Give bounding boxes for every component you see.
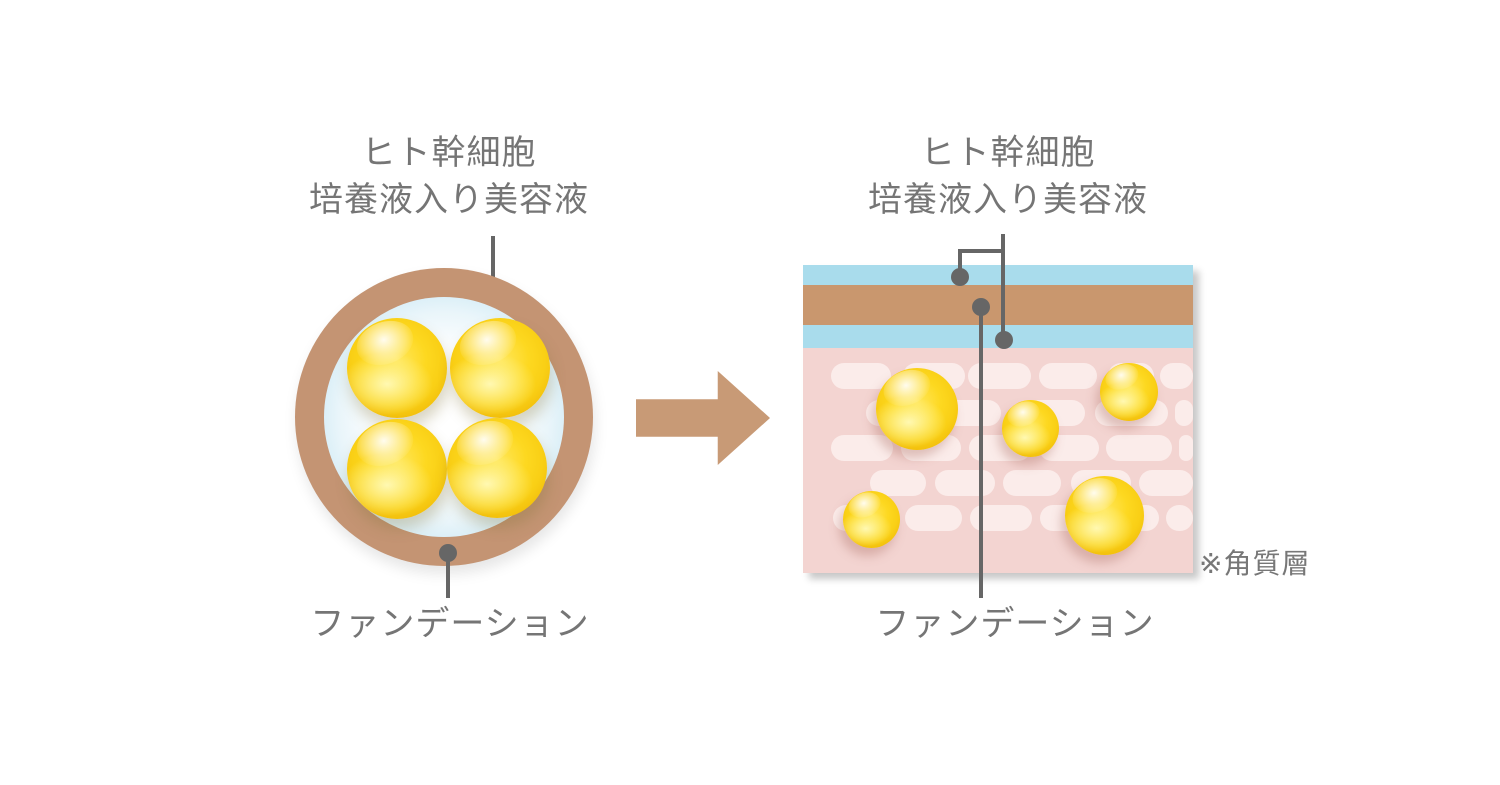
skin-cell-brick <box>968 363 1031 389</box>
skin-cell-brick <box>1160 363 1193 389</box>
skin-cell-brick <box>905 505 962 531</box>
arrow-right-icon <box>636 371 770 465</box>
serum-layer-top <box>803 265 1193 285</box>
skin-cell-brick <box>1039 363 1097 389</box>
right-serum-connector-dot-bottom <box>995 331 1013 349</box>
right-serum-label-line1: ヒト幹細胞 <box>920 134 1096 172</box>
serum-droplet <box>1002 400 1059 457</box>
left-serum-label-line1: ヒト幹細胞 <box>361 134 537 172</box>
serum-droplet <box>1100 363 1158 421</box>
left-foundation-connector-line <box>446 558 450 598</box>
serum-droplet <box>876 368 958 450</box>
right-foundation-label: ファンデーション <box>875 605 1155 643</box>
skin-cell-brick <box>935 470 995 496</box>
foundation-layer <box>803 285 1193 325</box>
skin-cell-brick <box>1106 435 1172 461</box>
penetrated-droplets <box>803 265 1193 573</box>
right-serum-connector-line-branch-h <box>958 249 1003 253</box>
skin-cell-brick <box>831 363 891 389</box>
stratum-corneum-note: ※角質層 <box>1199 548 1311 579</box>
skin-cell-brick <box>1175 400 1193 426</box>
skin-cell-brick <box>1166 505 1193 531</box>
serum-droplet <box>347 318 447 418</box>
skin-cell-brick <box>831 435 893 461</box>
left-foundation-label: ファンデーション <box>310 605 590 643</box>
serum-droplet <box>447 418 547 518</box>
right-serum-label-line2: 培養液入り美容液 <box>868 181 1148 219</box>
serum-droplet <box>843 491 900 548</box>
foundation-capsule-ring <box>295 268 593 566</box>
left-serum-label: ヒト幹細胞 培養液入り美容液 <box>269 130 629 224</box>
skin-cross-section <box>803 265 1193 573</box>
left-foundation-connector-dot <box>439 544 457 562</box>
right-serum-connector-line-branch-v <box>958 251 962 277</box>
left-serum-label-line2: 培養液入り美容液 <box>309 181 589 219</box>
serum-droplet <box>450 318 550 418</box>
skin-cell-brick <box>1179 435 1193 461</box>
right-serum-connector-dot-top <box>951 268 969 286</box>
skin-cell-brick <box>1003 470 1061 496</box>
right-serum-label: ヒト幹細胞 培養液入り美容液 <box>828 130 1188 224</box>
serum-droplet <box>347 419 447 519</box>
right-foundation-connector-line <box>979 310 983 598</box>
right-foundation-connector-dot <box>972 298 990 316</box>
skin-cell-brick <box>1139 470 1193 496</box>
serum-droplet <box>1065 476 1144 555</box>
right-serum-connector-line-main <box>1001 234 1005 340</box>
